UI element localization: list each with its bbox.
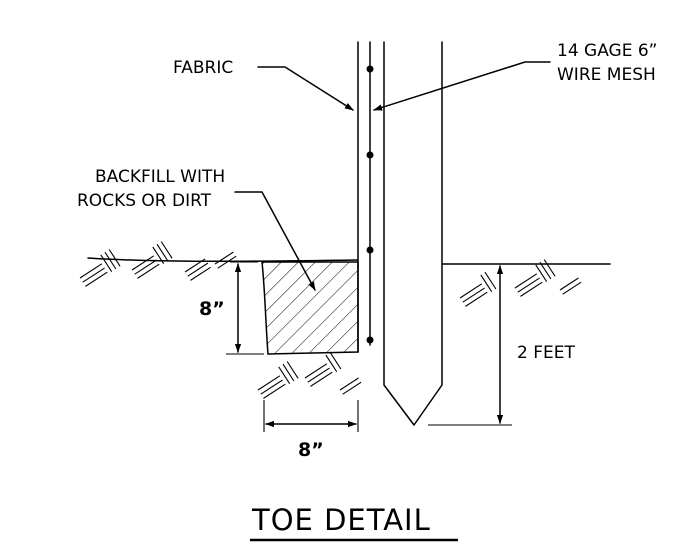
drawing-title: TOE DETAIL <box>251 503 431 537</box>
fabric-label: FABRIC <box>173 58 233 78</box>
title-block: TOE DETAIL <box>250 503 458 542</box>
fence-post <box>383 41 443 426</box>
embedment-label: 2 FEET <box>517 343 575 363</box>
mesh-label-line2: WIRE MESH <box>557 65 656 85</box>
trench-width-label: 8” <box>298 439 324 461</box>
trench-depth-label: 8” <box>199 298 225 320</box>
wire-mesh <box>366 41 374 346</box>
backfill-leader <box>234 191 316 291</box>
backfill-label-line1: BACKFILL WITH <box>95 167 225 187</box>
backfill-trench <box>261 261 359 355</box>
earth-hatching <box>79 241 582 399</box>
trench-width-dimension <box>263 400 359 432</box>
ground-surface-left <box>87 257 359 263</box>
fabric-leader <box>257 66 354 111</box>
embedment-dimension <box>428 265 512 426</box>
trench-depth-dimension <box>226 261 264 355</box>
mesh-label-line1: 14 GAGE 6” <box>557 41 657 61</box>
mesh-leader <box>373 61 551 111</box>
backfill-label-line2: ROCKS OR DIRT <box>77 191 212 211</box>
